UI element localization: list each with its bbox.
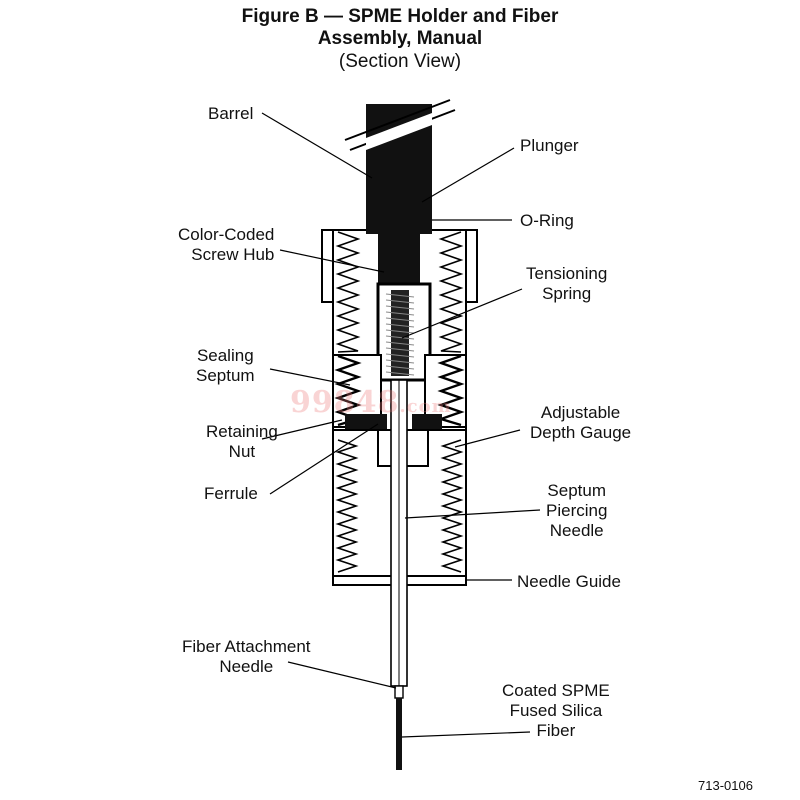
label-color-coded-screw-hub: Color-Coded Screw Hub (178, 225, 275, 264)
label-retaining-nut: Retaining Nut (206, 422, 278, 461)
label-ferrule: Ferrule (204, 484, 258, 503)
label-coated-spme-fiber: Coated SPME Fused Silica Fiber (502, 681, 610, 740)
figure-title-line2: Assembly, Manual (317, 28, 483, 49)
label-plunger: Plunger (520, 136, 579, 155)
o-ring (366, 218, 432, 234)
figure-number: 713-0106 (698, 778, 753, 793)
leader-lines (261, 112, 541, 738)
figure-title-line1: Figure B — SPME Holder and Fiber (241, 6, 559, 27)
label-sealing-septum: Sealing Septum (196, 346, 255, 385)
plunger-stem (378, 234, 420, 284)
hub-threads (335, 231, 464, 353)
tensioning-spring (376, 282, 432, 382)
label-barrel: Barrel (208, 104, 254, 123)
septum-piercing-needle (390, 379, 408, 687)
figure-subtitle: (Section View) (338, 51, 462, 72)
label-fiber-attachment-needle: Fiber Attachment Needle (182, 637, 311, 676)
coated-fiber (396, 698, 402, 770)
label-septum-piercing-needle: Septum Piercing Needle (546, 481, 608, 540)
barrel (344, 99, 456, 222)
watermark: 99848.com (290, 385, 452, 420)
label-tensioning-spring: Tensioning Spring (526, 264, 608, 303)
label-needle-guide: Needle Guide (517, 572, 621, 591)
label-o-ring: O-Ring (520, 211, 574, 230)
retaining-nut (345, 414, 442, 430)
label-adjustable-depth-gauge: Adjustable Depth Gauge (530, 403, 632, 442)
fiber-attachment-needle (394, 685, 404, 699)
